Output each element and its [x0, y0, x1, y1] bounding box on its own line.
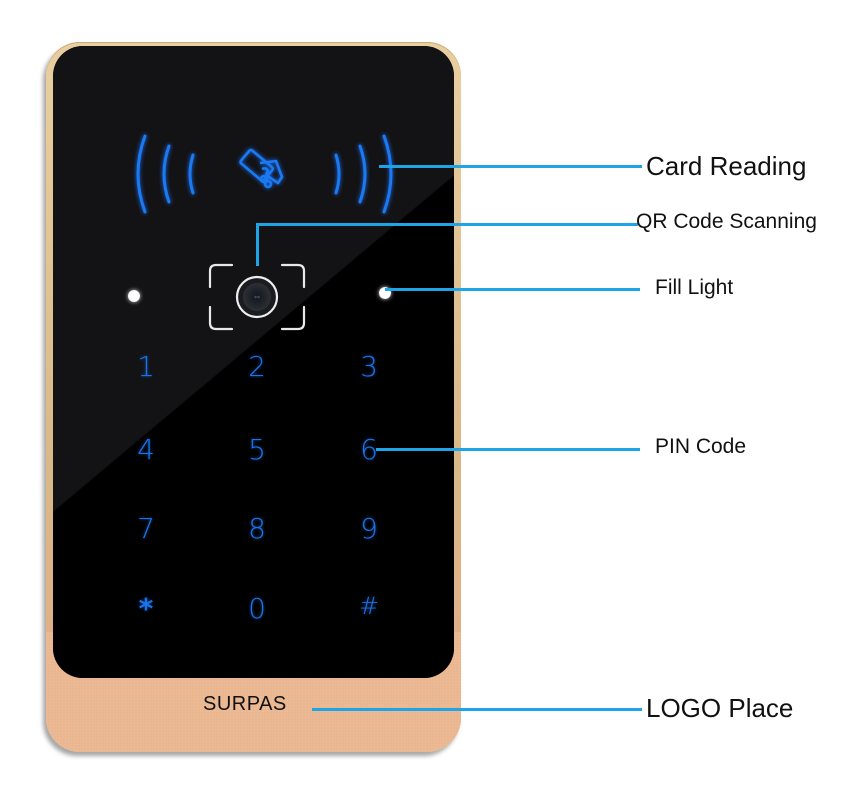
pin-code-callout-line: [376, 448, 640, 451]
fill-light-label: Fill Light: [655, 276, 734, 299]
brand-logo-text: SURPAS: [203, 693, 287, 715]
qr-code-scanning-label: QR Code Scanning: [636, 210, 817, 233]
key-9[interactable]: 9: [360, 512, 378, 545]
nfc-wave-left-icon: [136, 134, 195, 214]
hand-holding-card-icon: [239, 148, 284, 189]
logo-place-label: LOGO Place: [646, 693, 794, 723]
key-hash[interactable]: #: [358, 592, 380, 620]
fill-light-left: [128, 290, 140, 302]
key-6[interactable]: 6: [360, 433, 378, 466]
touch-screen-panel: 1 2 3 4 5 6 7 8 9 * 0 #: [53, 46, 454, 678]
key-2[interactable]: 2: [248, 350, 266, 383]
pin-code-label: PIN Code: [655, 435, 747, 458]
logo-place-callout-line: [312, 708, 642, 711]
key-7[interactable]: 7: [137, 512, 155, 545]
key-8[interactable]: 8: [248, 512, 266, 545]
qr-callout-vertical-line: [256, 223, 259, 266]
qr-camera-icon: [208, 263, 306, 331]
key-1[interactable]: 1: [137, 350, 155, 383]
key-4[interactable]: 4: [137, 433, 155, 466]
nfc-wave-right-icon: [334, 134, 393, 214]
key-3[interactable]: 3: [360, 350, 378, 383]
key-0[interactable]: 0: [248, 592, 266, 625]
access-control-device: 1 2 3 4 5 6 7 8 9 * 0 # SURPAS: [46, 42, 461, 752]
key-5[interactable]: 5: [248, 433, 266, 466]
fill-light-callout-line: [385, 288, 640, 291]
card-reading-callout-line: [379, 165, 642, 168]
qr-callout-line: [256, 223, 638, 226]
card-reading-label: Card Reading: [646, 151, 807, 181]
key-star[interactable]: *: [138, 592, 154, 625]
